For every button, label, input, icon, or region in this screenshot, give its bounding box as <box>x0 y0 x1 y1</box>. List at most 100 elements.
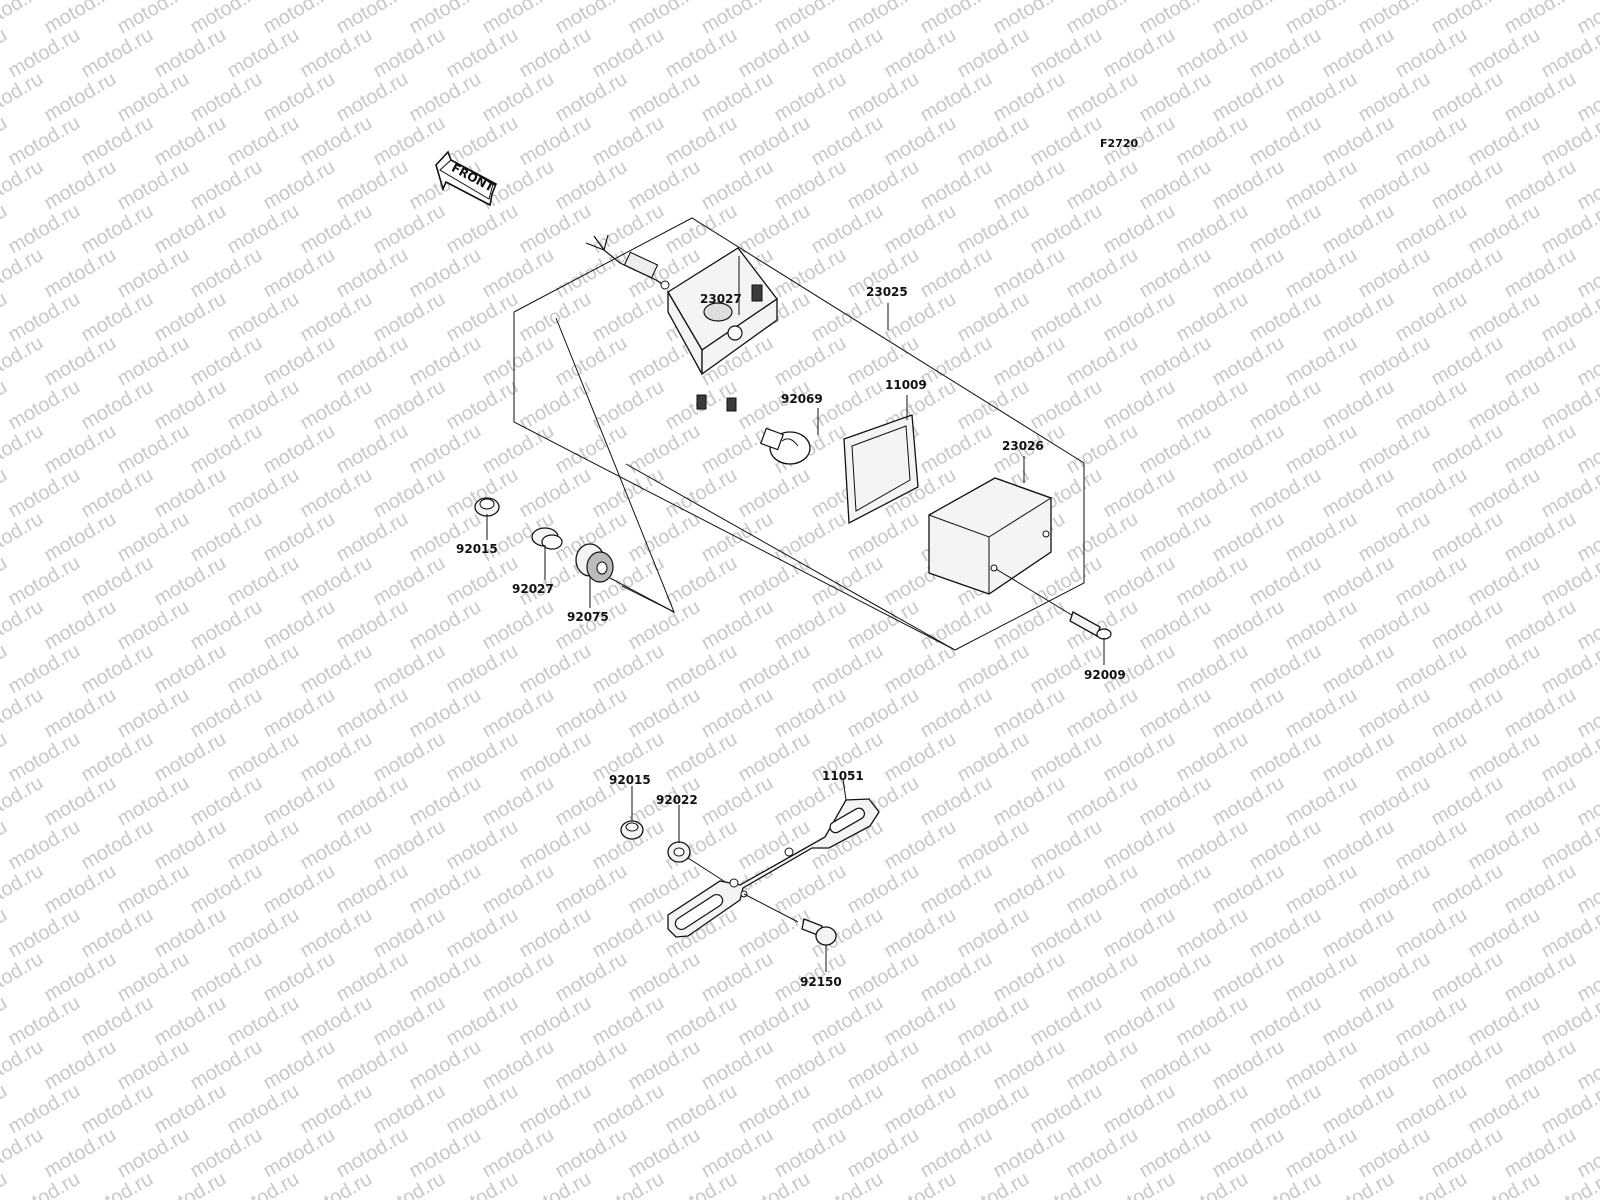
watermark-text: motod.ru <box>333 244 412 303</box>
watermark-text: motod.ru <box>151 288 230 347</box>
watermark-text: motod.ru <box>552 948 631 1007</box>
watermark-text: motod.ru <box>1355 68 1434 127</box>
watermark-text: motod.ru <box>881 640 960 699</box>
watermark-text: motod.ru <box>1136 772 1215 831</box>
part-label-23027: 23027 <box>700 292 742 306</box>
watermark-text: motod.ru <box>1136 332 1215 391</box>
watermark-text: motod.ru <box>5 992 84 1051</box>
watermark-text: motod.ru <box>1319 288 1398 347</box>
watermark-text: motod.ru <box>881 1080 960 1139</box>
part-label-92022: 92022 <box>656 793 698 807</box>
watermark-text: motod.ru <box>0 24 11 83</box>
watermark-text: motod.ru <box>406 244 485 303</box>
watermark-text: motod.ru <box>1501 0 1580 38</box>
watermark-text: motod.ru <box>1428 1124 1507 1183</box>
watermark-text: motod.ru <box>443 816 522 875</box>
watermark-text: motod.ru <box>443 728 522 787</box>
watermark-text: motod.ru <box>1209 596 1288 655</box>
watermark-text: motod.ru <box>187 156 266 215</box>
watermark-text: motod.ru <box>0 200 11 259</box>
watermark-text: motod.ru <box>917 1036 996 1095</box>
watermark-text: motod.ru <box>552 68 631 127</box>
watermark-text: motod.ru <box>0 860 47 919</box>
watermark-text: motod.ru <box>1173 24 1252 83</box>
watermark-text: motod.ru <box>0 1124 47 1183</box>
watermark-text: motod.ru <box>479 332 558 391</box>
watermark-text: motod.ru <box>1173 464 1252 523</box>
watermark-text: motod.ru <box>333 508 412 567</box>
watermark-text: motod.ru <box>990 68 1069 127</box>
watermark-text: motod.ru <box>224 728 303 787</box>
watermark-text: motod.ru <box>443 640 522 699</box>
watermark-text: motod.ru <box>1136 420 1215 479</box>
watermark-text: motod.ru <box>187 244 266 303</box>
watermark-text: motod.ru <box>333 1124 412 1183</box>
watermark-text: motod.ru <box>443 24 522 83</box>
watermark-text: motod.ru <box>443 200 522 259</box>
watermark-text: motod.ru <box>1319 200 1398 259</box>
watermark-text: motod.ru <box>187 420 266 479</box>
watermark-text: motod.ru <box>1392 376 1471 435</box>
watermark-text: motod.ru <box>1100 200 1179 259</box>
watermark-text: motod.ru <box>990 596 1069 655</box>
watermark-text: motod.ru <box>1465 376 1544 435</box>
watermark-text: motod.ru <box>990 684 1069 743</box>
watermark-text: motod.ru <box>625 1124 704 1183</box>
watermark-text: motod.ru <box>1063 156 1142 215</box>
watermark-text: motod.ru <box>735 728 814 787</box>
watermark-text: motod.ru <box>5 728 84 787</box>
watermark-text: motod.ru <box>589 376 668 435</box>
watermark-text: motod.ru <box>917 1124 996 1183</box>
watermark-text: motod.ru <box>0 112 11 171</box>
watermark-text: motod.ru <box>224 112 303 171</box>
watermark-text: motod.ru <box>552 1124 631 1183</box>
watermark-text: motod.ru <box>1501 68 1580 127</box>
watermark-text: motod.ru <box>260 772 339 831</box>
watermark-text: motod.ru <box>224 816 303 875</box>
watermark-text: motod.ru <box>1501 244 1580 303</box>
watermark-text: motod.ru <box>1428 772 1507 831</box>
part-label-92009: 92009 <box>1084 668 1126 682</box>
watermark-text: motod.ru <box>552 420 631 479</box>
watermark-text: motod.ru <box>5 640 84 699</box>
watermark-text: motod.ru <box>917 420 996 479</box>
watermark-text: motod.ru <box>0 464 11 523</box>
watermark-text: motod.ru <box>698 772 777 831</box>
watermark-text: motod.ru <box>1136 860 1215 919</box>
watermark-text: motod.ru <box>990 772 1069 831</box>
watermark-text: motod.ru <box>41 0 120 38</box>
watermark-text: motod.ru <box>1428 244 1507 303</box>
watermark-text: motod.ru <box>297 464 376 523</box>
watermark-text: motod.ru <box>260 508 339 567</box>
watermark-text: motod.ru <box>1465 640 1544 699</box>
watermark-text: motod.ru <box>516 640 595 699</box>
watermark-text: motod.ru <box>443 376 522 435</box>
watermark-text: motod.ru <box>1027 112 1106 171</box>
watermark-text: motod.ru <box>151 992 230 1051</box>
watermark-text: motod.ru <box>1428 860 1507 919</box>
watermark-text: motod.ru <box>1063 508 1142 567</box>
watermark-text: motod.ru <box>1063 684 1142 743</box>
watermark-text: motod.ru <box>881 24 960 83</box>
watermark-text: motod.ru <box>917 684 996 743</box>
watermark-text: motod.ru <box>114 68 193 127</box>
watermark-text: motod.ru <box>114 596 193 655</box>
watermark-text: motod.ru <box>662 200 741 259</box>
watermark-text: motod.ru <box>1319 464 1398 523</box>
watermark-text: motod.ru <box>370 816 449 875</box>
watermark-text: motod.ru <box>333 0 412 38</box>
watermark-text: motod.ru <box>954 112 1033 171</box>
part-label-23025: 23025 <box>866 285 908 299</box>
watermark-text: motod.ru <box>771 0 850 38</box>
watermark-text: motod.ru <box>735 24 814 83</box>
watermark-text: motod.ru <box>1209 244 1288 303</box>
watermark-text: motod.ru <box>1465 24 1544 83</box>
watermark-text: motod.ru <box>1501 684 1580 743</box>
watermark-text: motod.ru <box>406 1124 485 1183</box>
watermark-text: motod.ru <box>1136 156 1215 215</box>
watermark-text: motod.ru <box>917 772 996 831</box>
watermark-text: motod.ru <box>1319 728 1398 787</box>
watermark-text: motod.ru <box>771 68 850 127</box>
watermark-text: motod.ru <box>1501 772 1580 831</box>
